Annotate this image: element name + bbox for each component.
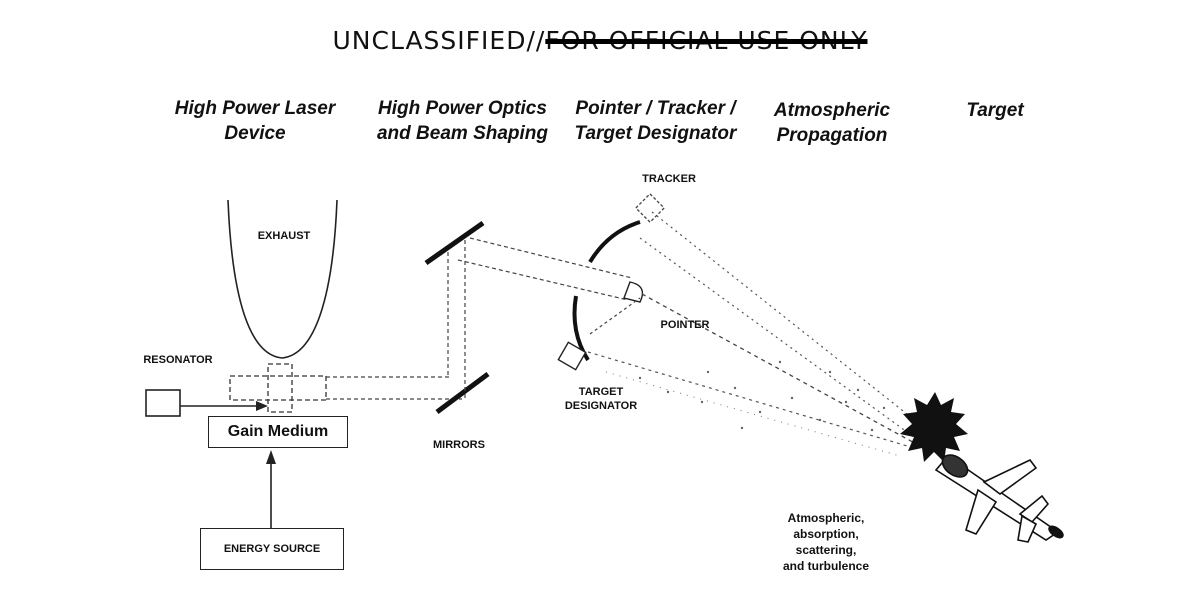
mirrors-label: MIRRORS bbox=[433, 439, 485, 451]
tracker-label: TRACKER bbox=[642, 173, 696, 185]
beam-to-pointer-bottom bbox=[457, 259, 629, 301]
stage-heading-line: Pointer / Tracker / bbox=[575, 98, 736, 119]
atmospheric-effects-line: and turbulence bbox=[782, 559, 869, 573]
exhaust-plume bbox=[227, 199, 338, 359]
atmospheric-scatter-dots bbox=[638, 360, 886, 432]
designator-line-a bbox=[587, 351, 915, 449]
atmospheric-effects-line: scattering, bbox=[795, 543, 857, 557]
aircraft-target bbox=[934, 454, 1064, 543]
input-source-box bbox=[145, 389, 181, 417]
stage-heading-line: Propagation bbox=[776, 125, 888, 146]
pointer-beam-line bbox=[641, 293, 921, 447]
stage-heading-pointer-tracker: Pointer / Tracker / Target Designator bbox=[558, 96, 753, 146]
pointer-label: POINTER bbox=[660, 319, 710, 331]
energy-arrowhead bbox=[266, 450, 276, 464]
resonator-core bbox=[267, 363, 293, 413]
exhaust-label: EXHAUST bbox=[257, 230, 311, 242]
target-designator-line: DESIGNATOR bbox=[564, 400, 638, 412]
energy-source-box: ENERGY SOURCE bbox=[200, 528, 344, 570]
classification-separator: // bbox=[526, 26, 546, 55]
gain-medium-label: Gain Medium bbox=[227, 423, 329, 440]
tracker-arc-upper bbox=[588, 220, 641, 264]
stage-heading-line: and Beam Shaping bbox=[376, 123, 549, 144]
stage-heading-laser-device: High Power Laser Device bbox=[150, 96, 360, 146]
mirror-top bbox=[424, 220, 485, 266]
track-line-upper bbox=[651, 211, 913, 419]
stage-heading-line: Atmospheric bbox=[773, 100, 891, 121]
atmospheric-effects-label: Atmospheric, absorption, scattering, and… bbox=[756, 510, 896, 574]
tracker-sensor bbox=[634, 192, 666, 224]
classification-text: UNCLASSIFIED bbox=[332, 26, 527, 55]
classification-banner: UNCLASSIFIED//FOR OFFICIAL USE ONLY bbox=[0, 26, 1200, 55]
target-designator-label: TARGET DESIGNATOR bbox=[546, 385, 656, 413]
mirror-bottom bbox=[435, 371, 490, 415]
stage-heading-line: High Power Laser bbox=[174, 98, 336, 119]
target-designator-box bbox=[557, 341, 587, 371]
stage-heading-optics: High Power Optics and Beam Shaping bbox=[360, 96, 565, 146]
pointer-optic bbox=[623, 281, 644, 303]
stage-heading-line: Target Designator bbox=[574, 123, 737, 144]
stage-heading-line: Target bbox=[966, 100, 1024, 121]
explosion-burst bbox=[900, 392, 968, 462]
energy-source-label: ENERGY SOURCE bbox=[223, 543, 321, 555]
stage-heading-line: High Power Optics bbox=[378, 98, 547, 119]
beam-to-pointer-top bbox=[469, 237, 633, 279]
stage-heading-target: Target bbox=[940, 98, 1050, 123]
target-designator-line: TARGET bbox=[578, 386, 624, 398]
gain-medium-box: Gain Medium bbox=[208, 416, 348, 448]
designator-line-b bbox=[589, 297, 641, 335]
resonator-label: RESONATOR bbox=[143, 354, 213, 366]
struck-caveat-text: FOR OFFICIAL USE ONLY bbox=[545, 26, 868, 55]
resonator-cavity bbox=[229, 375, 327, 401]
atmospheric-effects-line: Atmospheric, bbox=[787, 511, 865, 525]
atmospheric-effects-line: absorption, bbox=[793, 527, 859, 541]
stage-heading-atmospheric: Atmospheric Propagation bbox=[752, 98, 912, 148]
stage-heading-line: Device bbox=[224, 123, 286, 144]
input-arrowhead bbox=[256, 401, 268, 411]
track-line-mid bbox=[639, 237, 919, 441]
